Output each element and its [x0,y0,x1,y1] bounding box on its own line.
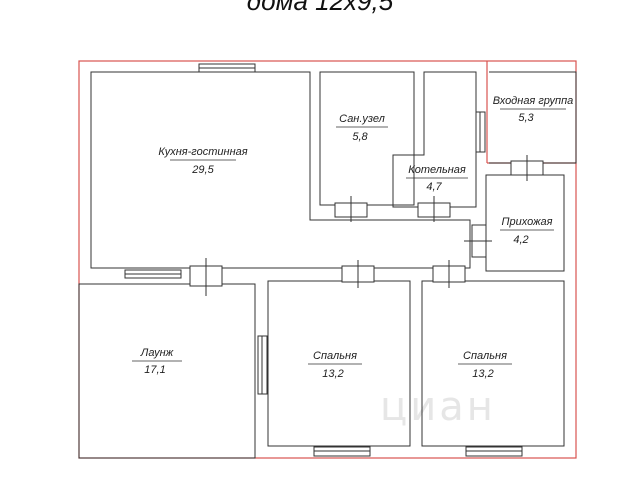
window-kitchen-top [198,63,256,73]
room-bedroom-2: Спальня 13,2 [458,350,512,380]
door-bedroom1 [341,260,375,288]
plan-title: дома 12х9,5 [246,0,394,16]
room-area-entrance: 5,3 [518,112,534,124]
watermark: циан [380,384,496,430]
room-name-bedroom-1: Спальня [313,350,357,362]
room-area-hall: 4,2 [513,234,528,246]
door-entrance [510,155,544,181]
room-lounge: Лаунж 17,1 [132,347,182,376]
room-area-kitchen: 29,5 [191,164,214,176]
room-bathroom: Сан.узел 5,8 [336,113,388,143]
window-bedroom1-bottom [313,446,371,457]
door-lounge [189,258,223,296]
door-hall [464,224,492,258]
room-name-entrance: Входная группа [493,95,574,107]
room-entrance: Входная группа 5,3 [493,95,574,124]
room-bedroom-1: Спальня 13,2 [308,350,362,380]
window-bedroom2-bottom [465,446,523,457]
room-name-boiler: Котельная [408,164,466,176]
room-area-bedroom-1: 13,2 [322,368,343,380]
room-name-hall: Прихожая [501,216,552,228]
doors [189,155,544,296]
room-name-kitchen: Кухня-гостинная [158,146,247,158]
window-lounge-side [257,335,268,395]
room-hall: Прихожая 4,2 [500,216,554,246]
window-kitchen-bottom [124,269,182,279]
walls [78,71,577,459]
room-name-bathroom: Сан.узел [339,113,385,125]
room-name-lounge: Лаунж [140,347,174,359]
room-area-boiler: 4,7 [426,181,442,193]
windows [124,63,523,457]
room-area-bedroom-2: 13,2 [472,368,493,380]
door-boiler [417,196,451,222]
door-bathroom [334,196,368,222]
window-bathroom-side [475,111,486,153]
room-area-bathroom: 5,8 [352,131,368,143]
room-name-bedroom-2: Спальня [463,350,507,362]
room-kitchen: Кухня-гостинная 29,5 [158,146,247,176]
outer-boundary [78,60,577,459]
room-area-lounge: 17,1 [144,364,165,376]
door-bedroom2 [432,260,466,288]
room-boiler: Котельная 4,7 [406,164,468,193]
